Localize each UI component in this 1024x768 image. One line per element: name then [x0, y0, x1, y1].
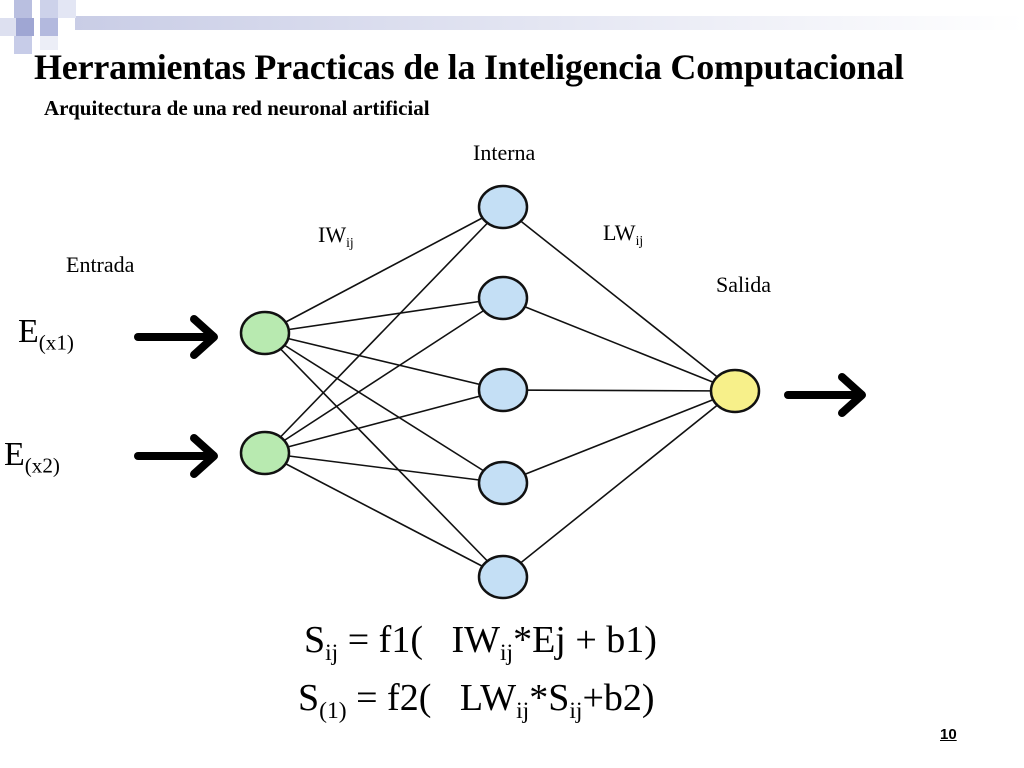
hidden-layer-label: Interna: [473, 140, 536, 165]
edge-hidden-4-output: [502, 390, 736, 484]
input-node-2: [239, 430, 291, 476]
hidden-node-3: [477, 367, 529, 413]
page-number: 10: [940, 726, 957, 743]
network-nodes: [239, 184, 761, 600]
edge-input-1-hidden-5: [264, 332, 504, 578]
edge-input-2-hidden-3: [264, 389, 504, 454]
edge-hidden-2-output: [502, 297, 736, 392]
slide-decoration: [0, 0, 1024, 54]
hidden-node-5: [477, 554, 529, 600]
hidden-output-weight-label: LWij: [603, 220, 644, 248]
formula-output-layer: S(1) = f2( LWij*Sij+b2): [298, 677, 655, 725]
edge-input-1-hidden-3: [264, 332, 504, 391]
input-2-label: E(x2): [4, 436, 60, 478]
input-layer-label: Entrada: [66, 252, 135, 277]
hidden-node-4: [477, 460, 529, 506]
output-node: [709, 368, 761, 414]
edge-input-2-hidden-4: [264, 452, 504, 484]
input-hidden-weight-label: IWij: [318, 222, 354, 250]
hidden-node-1: [477, 184, 529, 230]
edge-input-1-hidden-2: [264, 297, 504, 334]
arrows: [134, 315, 866, 478]
input-2-arrow-icon: [134, 434, 218, 478]
formula-hidden-layer: Sij = f1( IWij*Ej + b1): [304, 619, 657, 667]
output-layer-label: Salida: [716, 272, 771, 297]
input-1-label: E(x1): [18, 313, 74, 355]
output-arrow-icon: [784, 373, 866, 417]
edge-input-2-hidden-2: [264, 297, 504, 454]
input-1-arrow-icon: [134, 315, 218, 359]
connection-edges: [264, 206, 736, 578]
edge-hidden-5-output: [502, 390, 736, 578]
slide-title: Herramientas Practicas de la Inteligenci…: [34, 47, 904, 87]
edge-input-2-hidden-1: [264, 206, 504, 454]
edge-input-1-hidden-4: [264, 332, 504, 484]
edge-hidden-3-output: [502, 389, 736, 392]
edge-input-2-hidden-5: [264, 452, 504, 578]
slide-subtitle: Arquitectura de una red neuronal artific…: [44, 96, 430, 120]
input-node-1: [239, 310, 291, 356]
hidden-node-2: [477, 275, 529, 321]
edge-input-1-hidden-1: [264, 206, 504, 334]
edge-hidden-1-output: [502, 206, 736, 392]
